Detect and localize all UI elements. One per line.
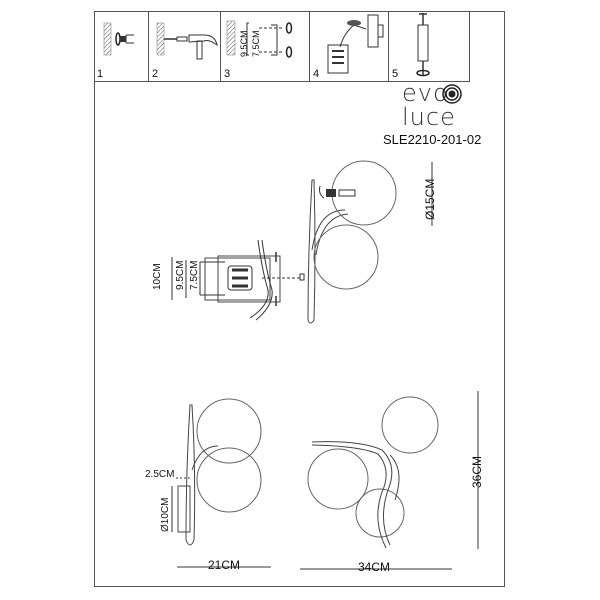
- globe-diameter-label: Ø15CM: [423, 178, 437, 220]
- step-3: 9.5CM 7.5CM 3: [221, 11, 310, 81]
- hammer-icon: [156, 22, 218, 60]
- model-number: SLE2210-201-02: [383, 132, 482, 147]
- brand-line-2: luce: [402, 103, 456, 131]
- step-2: 2: [149, 11, 221, 81]
- base-diameter-label: Ø10CM: [160, 497, 171, 532]
- step-4: 4: [310, 11, 389, 81]
- side-width-label: 21CM: [208, 558, 241, 572]
- bracket-dim-7-5cm: 7.5CM: [189, 260, 200, 290]
- bracket-dim-9-5cm: 9.5CM: [175, 260, 186, 290]
- bracket-dim-10cm: 10CM: [152, 263, 163, 290]
- screw-rod-icon: [416, 13, 430, 77]
- concentric-circle-logo-icon: [442, 84, 462, 104]
- brand-logo: evo luce: [402, 79, 468, 131]
- brand-line-1: evo: [402, 79, 449, 107]
- installation-steps-row: 1 2 9.5CM 7.5CM 3: [94, 11, 470, 82]
- step-5: 5: [389, 11, 470, 81]
- wall-anchor-icon: [103, 22, 134, 56]
- instruction-sheet-frame: [94, 11, 505, 587]
- step-number: 5: [392, 68, 399, 80]
- front-height-label: 36CM: [470, 455, 484, 488]
- step-number: 1: [97, 68, 104, 80]
- step-1: 1: [94, 11, 149, 81]
- step-number: 3: [224, 68, 231, 80]
- step-number: 2: [152, 68, 159, 80]
- step-number: 4: [313, 68, 320, 80]
- front-width-label: 34CM: [358, 560, 391, 574]
- wiring-connection-icon: [327, 14, 384, 74]
- mounting-bracket-icon: [226, 20, 293, 58]
- side-depth-label: 2.5CM: [145, 469, 175, 480]
